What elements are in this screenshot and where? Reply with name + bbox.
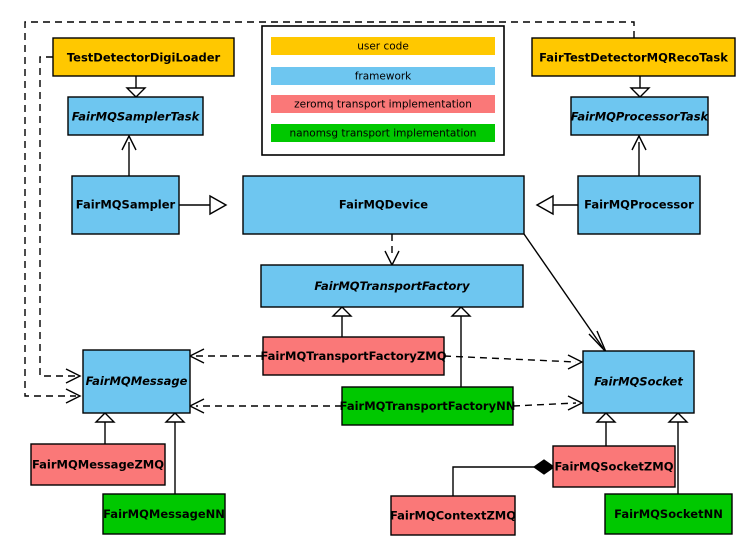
- node-label: FairMQTransportFactory: [314, 279, 470, 293]
- node-FairMQSocketZMQ[interactable]: FairMQSocketZMQ: [552, 445, 676, 488]
- node-box[interactable]: [262, 336, 445, 376]
- edge-digiloader-to-message: [39, 56, 76, 377]
- arrowhead-digiloader-to-samplertask: [125, 87, 147, 98]
- arrowhead-messagezmq-to-message: [94, 412, 116, 423]
- node-layer: TestDetectorDigiLoader FairTestDetectorM…: [30, 37, 736, 536]
- node-label: FairMQSamplerTask: [72, 110, 201, 124]
- node-label: FairMQSocketZMQ: [555, 460, 674, 474]
- node-box[interactable]: [531, 37, 736, 77]
- node-box[interactable]: [52, 37, 235, 77]
- node-box[interactable]: [30, 443, 166, 486]
- node-FairMQMessageZMQ[interactable]: FairMQMessageZMQ: [30, 443, 166, 486]
- arrowhead-tfzmq-to-transportfactory: [331, 306, 353, 317]
- node-TestDetectorDigiLoader[interactable]: TestDetectorDigiLoader: [52, 37, 235, 77]
- edge-device-to-socket: [523, 233, 604, 349]
- node-FairTestDetectorMQRecoTask[interactable]: FairTestDetectorMQRecoTask: [531, 37, 736, 77]
- node-label: TestDetectorDigiLoader: [67, 51, 221, 65]
- node-label: FairMQSocketNN: [614, 507, 723, 521]
- arrowhead-tfzmq-to-socket: [567, 354, 584, 370]
- arrowhead-device-to-socket: [588, 330, 607, 353]
- arrowhead-socketzmq-to-socket: [595, 412, 617, 423]
- node-label: FairMQProcessorTask: [571, 110, 710, 124]
- node-label: FairTestDetectorMQRecoTask: [539, 51, 728, 65]
- node-box[interactable]: [242, 175, 525, 235]
- node-box[interactable]: [102, 493, 226, 535]
- node-label: FairMQDevice: [339, 198, 428, 212]
- node-label: FairMQSampler: [76, 198, 176, 212]
- arrowhead-recotask-to-processortask: [629, 87, 651, 98]
- node-box[interactable]: [71, 175, 180, 235]
- legend-label-framework: framework: [355, 71, 412, 83]
- node-box[interactable]: [577, 175, 701, 235]
- arrowhead-sampler-to-samplertask: [121, 134, 137, 151]
- node-box[interactable]: [260, 264, 524, 308]
- legend: user code framework zeromq transport imp…: [261, 25, 505, 156]
- legend-item-framework: framework: [271, 67, 495, 85]
- legend-label-zeromq: zeromq transport implementation: [294, 99, 472, 111]
- node-FairMQTransportFactory[interactable]: FairMQTransportFactory: [260, 264, 524, 308]
- edge-layer: [24, 21, 689, 496]
- edge-recotask-to-message: [24, 21, 635, 397]
- arrowhead-tfnn-to-transportfactory: [450, 306, 472, 317]
- arrowhead-tfnn-to-socket: [567, 395, 584, 411]
- node-box[interactable]: [552, 445, 676, 488]
- node-FairMQDevice[interactable]: FairMQDevice: [242, 175, 525, 235]
- node-FairMQMessageNN[interactable]: FairMQMessageNN: [102, 493, 226, 535]
- node-FairMQProcessorTask[interactable]: FairMQProcessorTask: [570, 96, 710, 136]
- node-FairMQSamplerTask[interactable]: FairMQSamplerTask: [67, 96, 204, 136]
- node-label: FairMQTransportFactoryNN: [340, 399, 516, 413]
- node-FairMQSocketNN[interactable]: FairMQSocketNN: [604, 493, 733, 535]
- node-box[interactable]: [582, 350, 695, 414]
- node-box[interactable]: [604, 493, 733, 535]
- node-FairMQContextZMQ[interactable]: FairMQContextZMQ: [390, 495, 516, 536]
- node-label: FairMQContextZMQ: [390, 509, 516, 523]
- node-box[interactable]: [82, 349, 191, 414]
- legend-item-user-code: user code: [271, 37, 495, 55]
- node-box[interactable]: [570, 96, 709, 136]
- node-label: FairMQSocket: [594, 375, 683, 389]
- node-label: FairMQProcessor: [584, 198, 694, 212]
- legend-swatch-user-code: [271, 37, 495, 55]
- node-label: FairMQTransportFactoryZMQ: [260, 349, 446, 363]
- node-box[interactable]: [67, 96, 204, 136]
- arrowhead-socketnn-to-socket: [667, 412, 689, 423]
- legend-item-nanomsg: nanomsg transport implementation: [271, 124, 495, 142]
- node-label: FairMQMessageZMQ: [32, 458, 164, 472]
- legend-swatch-framework: [271, 67, 495, 85]
- node-label: FairMQMessage: [86, 374, 188, 388]
- edge-contextzmq-to-socketzmq: [452, 466, 534, 496]
- arrowhead-processor-to-processortask: [631, 134, 647, 151]
- edge-tfnn-to-socket: [512, 402, 577, 407]
- edge-tfzmq-to-socket: [443, 355, 577, 363]
- node-box[interactable]: [390, 495, 516, 536]
- node-FairMQTransportFactoryZMQ[interactable]: FairMQTransportFactoryZMQ: [260, 336, 447, 376]
- legend-label-nanomsg: nanomsg transport implementation: [290, 128, 477, 140]
- legend-swatch-nanomsg: [271, 124, 495, 142]
- legend-label-user-code: user code: [357, 41, 409, 53]
- arrowhead-recotask-to-message: [65, 388, 82, 404]
- arrowhead-device-to-transportfactory: [384, 250, 400, 267]
- node-box[interactable]: [341, 386, 514, 426]
- diamond-contextzmq-to-socketzmq: [532, 459, 556, 475]
- node-FairMQSampler[interactable]: FairMQSampler: [71, 175, 180, 235]
- arrowhead-messagenn-to-message: [164, 412, 186, 423]
- arrowhead-sampler-to-device: [209, 194, 228, 216]
- arrowhead-processor-to-device: [535, 194, 554, 216]
- node-label: FairMQMessageNN: [103, 507, 225, 521]
- node-FairMQMessage[interactable]: FairMQMessage: [82, 349, 191, 414]
- node-FairMQSocket[interactable]: FairMQSocket: [582, 350, 695, 414]
- legend-swatch-zeromq: [271, 95, 495, 113]
- node-FairMQTransportFactoryNN[interactable]: FairMQTransportFactoryNN: [340, 386, 516, 426]
- legend-item-zeromq: zeromq transport implementation: [271, 95, 495, 113]
- arrowhead-digiloader-to-message: [65, 368, 82, 384]
- node-FairMQProcessor[interactable]: FairMQProcessor: [577, 175, 701, 235]
